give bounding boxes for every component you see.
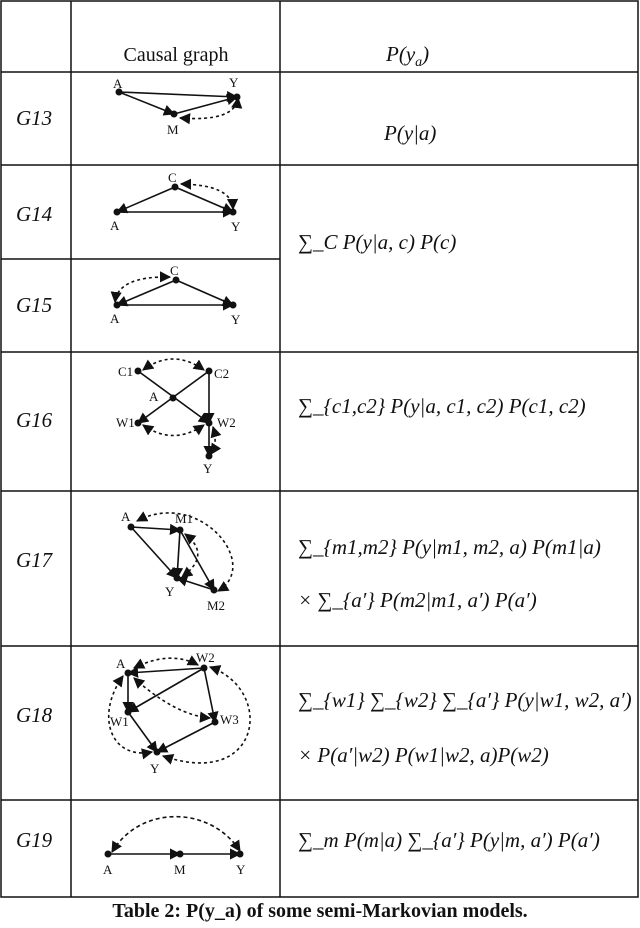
g17-node-y: Y <box>165 584 175 599</box>
g13-node-m: M <box>167 122 179 137</box>
g16-node-w2: W2 <box>217 415 236 430</box>
row-label-g14: G14 <box>16 202 53 226</box>
row-label-g16: G16 <box>16 408 53 432</box>
row-label-g15: G15 <box>16 293 53 317</box>
row-label-g18: G18 <box>16 703 53 727</box>
formula-g17-line1: ∑_{m1,m2} P(y|m1, m2, a) P(m1|a) <box>298 535 601 559</box>
g19-node-m: M <box>174 862 186 877</box>
g16-node-y: Y <box>203 461 213 476</box>
table-caption: Table 2: P(y_a) of some semi-Markovian m… <box>112 900 528 922</box>
formula-g17-line2: × ∑_{a′} P(m2|m1, a′) P(a′) <box>298 588 537 612</box>
g16-node-c2: C2 <box>214 366 229 381</box>
graph-g19 <box>108 815 242 860</box>
graph-g14 <box>115 178 239 218</box>
g13-node-a: A <box>113 76 123 91</box>
g18-node-w1: W1 <box>110 714 129 729</box>
graph-g18 <box>107 655 251 765</box>
g18-node-w3: W3 <box>220 712 239 727</box>
formula-g18-line1: ∑_{w1} ∑_{w2} ∑_{a′} P(y|w1, w2, a′) <box>298 688 632 712</box>
g16-node-c1: C1 <box>118 364 133 379</box>
g13-node-y: Y <box>229 75 239 90</box>
g19-node-a: A <box>103 862 113 877</box>
row-label-g13: G13 <box>16 106 53 130</box>
g16-node-a: A <box>149 389 159 404</box>
g18-node-a: A <box>116 656 126 671</box>
graph-g13 <box>118 90 243 125</box>
g16-node-w1: W1 <box>116 415 135 430</box>
g14-node-c: C <box>168 170 177 185</box>
g18-node-w2: W2 <box>196 650 215 665</box>
graph-g17 <box>130 511 234 592</box>
g19-node-y: Y <box>236 862 246 877</box>
row-label-g19: G19 <box>16 828 53 852</box>
header-causal-graph: Causal graph <box>123 44 229 66</box>
graph-g16 <box>137 358 222 458</box>
row-label-g17: G17 <box>16 548 53 572</box>
g14-node-y: Y <box>231 219 241 234</box>
g17-node-m2: M2 <box>207 598 225 613</box>
formula-g16: ∑_{c1,c2} P(y|a, c1, c2) P(c1, c2) <box>298 394 586 418</box>
g15-node-c: C <box>170 263 179 278</box>
g17-node-a: A <box>121 509 131 524</box>
formula-g13: P(y|a) <box>384 121 437 145</box>
g15-node-a: A <box>110 311 120 326</box>
g18-node-y: Y <box>150 761 160 776</box>
header-p-ya: P(ya) <box>386 42 430 71</box>
graph-g15 <box>110 271 235 311</box>
g14-node-a: A <box>110 218 120 233</box>
formula-g18-line2: × P(a′|w2) P(w1|w2, a)P(w2) <box>298 743 549 767</box>
formula-g14-g15: ∑_C P(y|a, c) P(c) <box>298 230 457 254</box>
g17-node-m1: M1 <box>175 511 193 526</box>
formula-g19: ∑_m P(m|a) ∑_{a′} P(y|m, a′) P(a′) <box>298 828 600 852</box>
g15-node-y: Y <box>231 312 241 327</box>
